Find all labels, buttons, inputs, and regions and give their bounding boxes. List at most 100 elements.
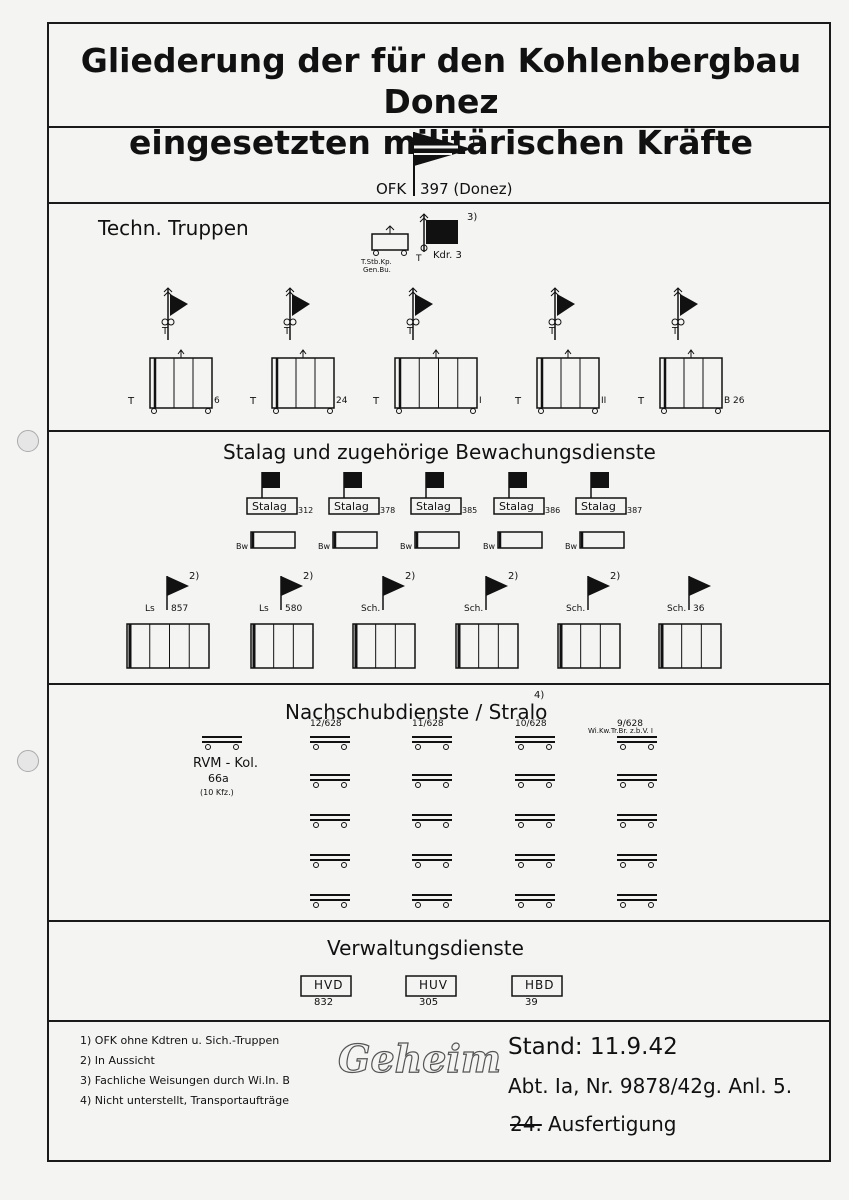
title-line-1: Gliederung der für den Kohlenbergbau Don… — [80, 41, 802, 121]
battalion-number: 857 — [171, 604, 189, 614]
battalion-note: 2) — [303, 571, 314, 582]
battalion-symbol — [557, 576, 621, 669]
supply-vehicle-symbol — [617, 894, 657, 908]
techn-flag-prefix: T — [162, 326, 169, 337]
supply-vehicle-symbol — [515, 854, 555, 868]
supply-vehicle-symbol — [412, 736, 452, 750]
stalag-camp-number: 378 — [380, 506, 396, 515]
battalion-note: 2) — [508, 571, 519, 582]
techn-unit-number: I — [479, 396, 482, 406]
staff-label-2: Gen.Bu. — [363, 266, 391, 274]
techn-unit-number: II — [601, 396, 607, 406]
battalion-prefix: Ls — [259, 604, 269, 614]
guard-box — [332, 531, 378, 549]
techn-unit-number: 6 — [214, 396, 220, 406]
supply-vehicle-symbol — [515, 894, 555, 908]
supply-vehicle-symbol — [310, 814, 350, 828]
guard-box — [579, 531, 625, 549]
techn-unit-prefix: T — [638, 396, 645, 407]
supply-vehicle-symbol — [515, 774, 555, 788]
techn-unit-prefix: T — [250, 396, 257, 407]
rvm-number: 66a — [208, 772, 229, 785]
supply-column-label: 10/628 — [515, 719, 547, 729]
techn-flag-prefix: T — [284, 326, 291, 337]
footnote-3: 3) Fachliche Weisungen durch Wi.In. B — [80, 1074, 290, 1087]
supply-vehicle-symbol — [310, 894, 350, 908]
supply-column-label: 11/628 — [412, 719, 444, 729]
battalion-prefix: Sch. — [361, 604, 381, 614]
stalag-camp-number: 386 — [545, 506, 561, 515]
techn-unit-symbol — [394, 287, 478, 414]
stalag-camp-symbol — [246, 472, 298, 515]
battalion-symbol — [455, 576, 519, 669]
divider — [47, 1020, 831, 1022]
battalion-note: 2) — [405, 571, 416, 582]
admin-office-number: 39 — [525, 997, 538, 1008]
supply-vehicle-symbol — [617, 854, 657, 868]
guard-label: Bw — [483, 542, 496, 551]
commander-label: Kdr. 3 — [433, 250, 462, 261]
techn-unit-symbol — [149, 287, 213, 414]
supply-vehicle-symbol — [412, 854, 452, 868]
battalion-symbol — [126, 576, 210, 669]
punch-hole — [17, 750, 39, 772]
stalag-camp-number: 312 — [298, 506, 314, 515]
supply-column4-sub: Wi.Kw.Tr.Br. z.b.V. I — [588, 727, 653, 735]
techn-unit-prefix: T — [128, 396, 135, 407]
rvm-label: RVM - Kol. — [193, 756, 258, 771]
secret-stamp: Geheim — [337, 1035, 502, 1081]
divider — [47, 126, 831, 128]
admin-office-box — [511, 975, 563, 997]
admin-office-box — [405, 975, 457, 997]
techn-unit-prefix: T — [373, 396, 380, 407]
footnote-4: 4) Nicht unterstellt, Transportaufträge — [80, 1094, 290, 1107]
techn-unit-number: B 26 — [724, 396, 745, 406]
techn-unit-prefix: T — [515, 396, 522, 407]
battalion-prefix: Ls — [145, 604, 155, 614]
techn-staff-symbols — [371, 213, 458, 256]
supply-vehicle-symbol — [617, 736, 657, 750]
guard-box — [414, 531, 460, 549]
stalag-camp-number: 387 — [627, 506, 643, 515]
battalion-number: 36 — [693, 604, 705, 614]
guard-label: Bw — [236, 542, 249, 551]
copy-label: Ausfertigung — [548, 1112, 677, 1136]
staff-label-1: T.Stb.Kp. — [361, 258, 392, 266]
divider — [47, 430, 831, 432]
guard-label: Bw — [318, 542, 331, 551]
battalion-note: 2) — [189, 571, 200, 582]
battalion-note: 2) — [610, 571, 621, 582]
copy-number: 24. — [510, 1112, 542, 1136]
footnote-1: 1) OFK ohne Kdtren u. Sich.-Truppen — [80, 1034, 280, 1047]
divider — [47, 202, 831, 204]
supply-vehicle-symbol — [412, 814, 452, 828]
techn-unit-number: 24 — [336, 396, 348, 406]
hq-label: OFK — [376, 180, 407, 198]
stalag-camp-label: Stalag — [499, 500, 534, 513]
techn-unit-symbol — [271, 287, 335, 414]
commander-note: 3) — [467, 212, 478, 223]
battalion-prefix: Sch. — [667, 604, 687, 614]
hq-note-ref: 1) — [470, 134, 482, 147]
supply-vehicle-symbol — [412, 894, 452, 908]
supply-vehicle-symbol — [202, 736, 242, 750]
guard-label: Bw — [400, 542, 413, 551]
techn-flag-prefix: T — [672, 326, 679, 337]
punch-hole — [17, 430, 39, 452]
supply-vehicle-symbol — [617, 774, 657, 788]
stalag-camp-number: 385 — [462, 506, 478, 515]
admin-office-label: HVD — [314, 978, 344, 992]
supply-vehicle-symbol — [515, 814, 555, 828]
stalag-camp-symbol — [410, 472, 462, 515]
guard-label: Bw — [565, 542, 578, 551]
supply-column-label: 9/628 — [617, 719, 643, 729]
battalion-number: 580 — [285, 604, 303, 614]
stalag-heading: Stalag und zugehörige Bewachungsdienste — [223, 440, 656, 464]
guard-box — [497, 531, 543, 549]
battalion-prefix: Sch. — [464, 604, 484, 614]
document-title: Gliederung der für den Kohlenbergbau Don… — [57, 40, 825, 163]
admin-office-number: 305 — [419, 997, 439, 1008]
supply-vehicle-symbol — [310, 854, 350, 868]
stalag-camp-symbol — [493, 472, 545, 515]
